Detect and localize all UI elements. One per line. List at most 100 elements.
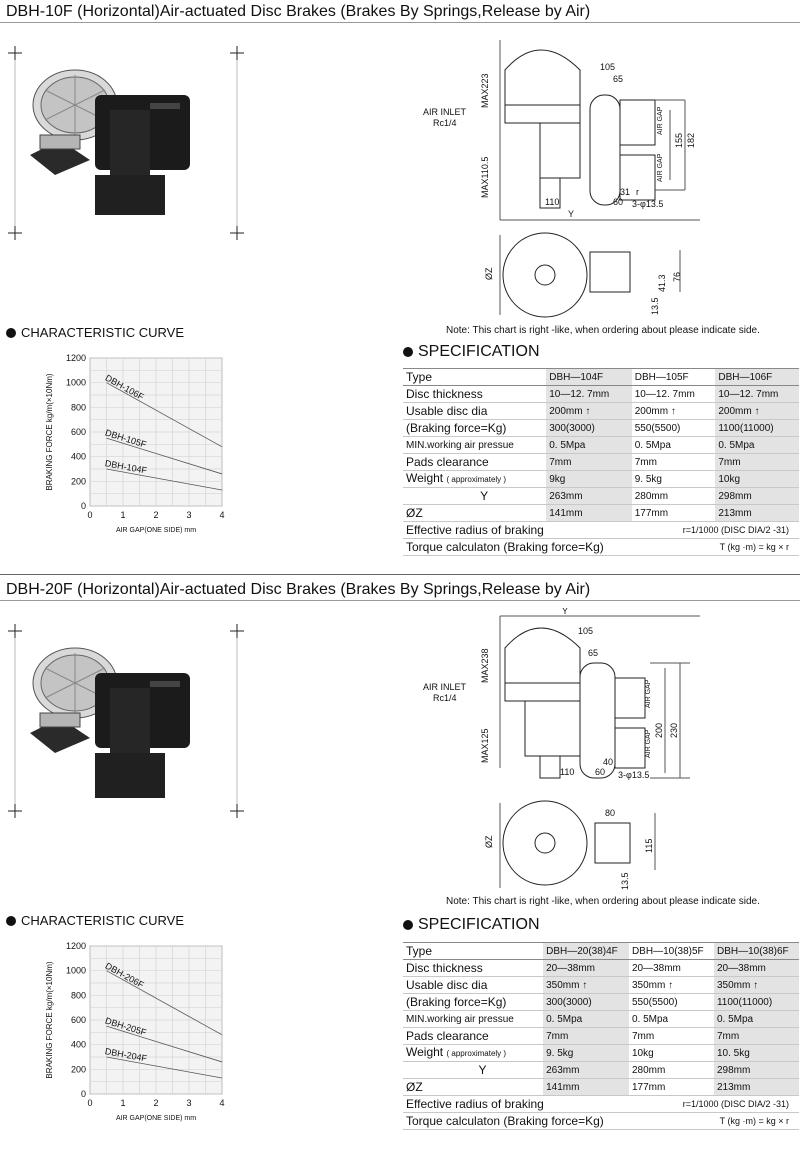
spec-cell: 550(5500) — [628, 993, 714, 1011]
dim-max238: MAX238 — [480, 648, 490, 683]
air-inlet-label: AIR INLET — [423, 682, 467, 692]
section-dbh-20f: DBH-20F (Horizontal)Air-actuated Disc Br… — [0, 578, 800, 1156]
spec-header-cell: DBH—10(38)6F — [713, 942, 799, 960]
spec-cell: 10kg — [628, 1044, 714, 1062]
spec-cell: 7mm — [546, 453, 632, 471]
effective-radius-formula: r=1/1000 (DISC DIA/2 -31) — [628, 1095, 799, 1113]
spec-cell: 0. 5Mpa — [628, 1010, 714, 1028]
y-tick-label: 1000 — [66, 966, 86, 976]
y-tick-label: 400 — [71, 452, 86, 462]
spec-cell: 7mm — [543, 1027, 629, 1045]
y-tick-label: 400 — [71, 1040, 86, 1050]
dim-65: 65 — [613, 74, 623, 84]
spec-cell: 200mm ↑ — [631, 402, 716, 420]
x-tick-label: 0 — [87, 510, 92, 520]
effective-radius-formula: r=1/1000 (DISC DIA/2 -31) — [631, 521, 799, 539]
y-tick-label: 0 — [81, 1089, 86, 1099]
spec-cell: 280mm — [628, 1061, 714, 1079]
spec-cell: 7mm — [628, 1027, 714, 1045]
spec-cell: 10kg — [715, 470, 799, 488]
effective-radius-label: Effective radius of braking — [403, 521, 632, 539]
y-tick-label: 800 — [71, 402, 86, 412]
spec-header-cell: DBH—20(38)4F — [543, 942, 629, 960]
spec-cell: 141mm — [543, 1078, 629, 1096]
spec-row: Y 263mm 280mm 298mm — [403, 487, 799, 505]
spec-row-label: Pads clearance — [403, 453, 547, 471]
spec-header-cell: DBH—10(38)5F — [628, 942, 714, 960]
spec-cell: 1100(11000) — [713, 993, 799, 1011]
dim-holes: 3-φ13.5 — [632, 199, 663, 209]
spec-cell: 20—38mm — [628, 959, 714, 977]
spec-row: MIN.working air pressue 0. 5Mpa 0. 5Mpa … — [403, 436, 799, 454]
spec-row: Usable disc dia 200mm ↑ 200mm ↑ 200mm ↑ — [403, 402, 799, 420]
spec-cell: 9kg — [546, 470, 632, 488]
dim-110: 110 — [560, 767, 574, 777]
spec-row: (Braking force=Kg) 300(3000) 550(5500) 1… — [403, 419, 799, 437]
spec-row-label: Y — [403, 487, 547, 505]
torque-label: Torque calculaton (Braking force=Kg) — [403, 1112, 629, 1130]
x-tick-label: 3 — [186, 1098, 191, 1108]
dim-oz: ØZ — [484, 835, 494, 848]
dim-41: 41.3 — [657, 274, 667, 292]
dim-max223: MAX223 — [480, 73, 490, 108]
spec-row: Weight ( approximately ) 9kg 9. 5kg 10kg — [403, 470, 799, 488]
spec-row-label: MIN.working air pressue — [403, 1010, 544, 1028]
dim-60: 60 — [595, 767, 605, 777]
x-tick-label: 0 — [87, 1098, 92, 1108]
x-tick-label: 4 — [219, 1098, 224, 1108]
bullet-icon — [403, 347, 413, 357]
dim-105: 105 — [600, 62, 615, 72]
spec-header-label: Type — [403, 942, 544, 960]
spec-cell: 20—38mm — [543, 959, 629, 977]
y-tick-label: 200 — [71, 1064, 86, 1074]
dim-76: 76 — [672, 272, 682, 282]
dim-182: 182 — [686, 133, 696, 148]
dim-155: 155 — [674, 133, 684, 148]
spec-header-cell: DBH—104F — [546, 368, 632, 386]
spec-row: Usable disc dia 350mm ↑ 350mm ↑ 350mm ↑ — [403, 976, 799, 994]
series-line — [106, 437, 223, 475]
curve-heading: CHARACTERISTIC CURVE — [6, 913, 184, 928]
spec-table: Type DBH—20(38)4F DBH—10(38)5F DBH—10(38… — [403, 942, 799, 1130]
x-tick-label: 1 — [120, 1098, 125, 1108]
spec-cell: 0. 5Mpa — [631, 436, 716, 454]
spec-row-label: ØZ — [403, 504, 547, 522]
bullet-icon — [6, 916, 16, 926]
series-line — [106, 382, 223, 448]
spec-cell: 9. 5kg — [631, 470, 716, 488]
y-tick-label: 800 — [71, 990, 86, 1000]
y-axis-label: BRAKING FORCE kg/m(×10Nm) — [45, 961, 54, 1078]
x-tick-label: 3 — [186, 510, 191, 520]
y-tick-label: 1200 — [66, 353, 86, 363]
spec-cell: 7mm — [713, 1027, 799, 1045]
dim-r: r — [636, 187, 639, 197]
dim-y: Y — [568, 209, 574, 219]
bullet-icon — [403, 920, 413, 930]
curve-heading: CHARACTERISTIC CURVE — [6, 325, 184, 340]
y-tick-label: 600 — [71, 1015, 86, 1025]
section-title: DBH-20F (Horizontal)Air-actuated Disc Br… — [6, 581, 591, 598]
spec-heading: SPECIFICATION — [403, 343, 540, 361]
spec-row: ØZ 141mm 177mm 213mm — [403, 1078, 799, 1096]
spec-row-label-note: ( approximately ) — [446, 475, 507, 484]
spec-row-label: Weight ( approximately ) — [403, 1044, 544, 1062]
dim-max125: MAX125 — [480, 728, 490, 763]
dim-13: 13.5 — [620, 872, 630, 890]
air-gap-bottom: AIR GAP — [657, 153, 664, 182]
spec-cell: 263mm — [543, 1061, 629, 1079]
x-axis-label: AIR GAP(ONE SIDE) mm — [116, 1115, 196, 1122]
spec-header-row: Type DBH—104F DBH—105F DBH—106F — [403, 368, 799, 386]
spec-row: Disc thickness 20—38mm 20—38mm 20—38mm — [403, 959, 799, 977]
dim-oz: ØZ — [484, 267, 494, 280]
spec-row-label: Y — [403, 1061, 544, 1079]
spec-cell: 7mm — [715, 453, 799, 471]
spec-row-label: Disc thickness — [403, 959, 544, 977]
spec-heading: SPECIFICATION — [403, 916, 540, 934]
spec-cell: 7mm — [631, 453, 716, 471]
dim-max110: MAX110.5 — [480, 157, 490, 198]
y-tick-label: 0 — [81, 501, 86, 511]
spec-cell: 10—12. 7mm — [631, 385, 716, 403]
y-tick-label: 1200 — [66, 941, 86, 951]
spec-cell: 0. 5Mpa — [543, 1010, 629, 1028]
